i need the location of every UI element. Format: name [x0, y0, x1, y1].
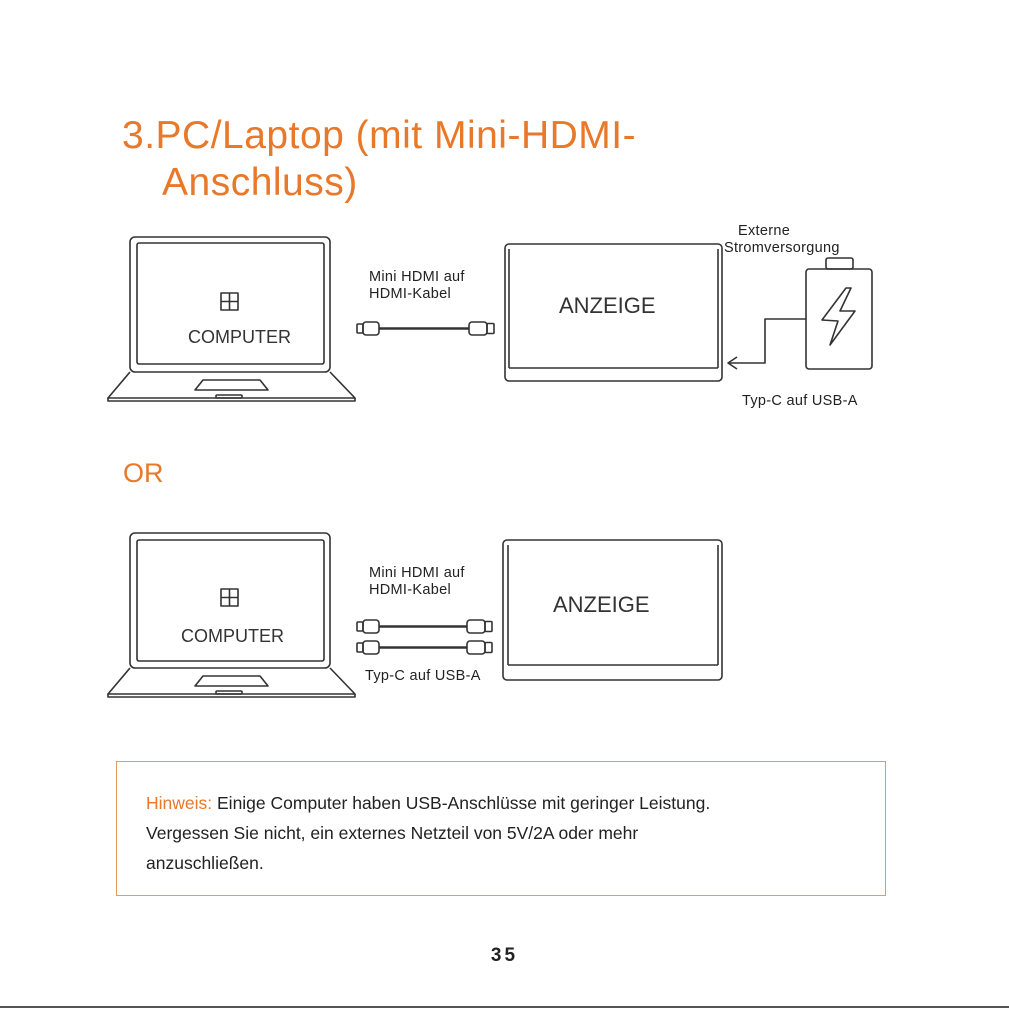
or-label: OR	[123, 458, 164, 488]
display-label: ANZEIGE	[559, 293, 656, 318]
power-supply-label: Externe Stromversorgung	[724, 223, 840, 256]
computer-label: COMPUTER	[181, 626, 284, 646]
cable-label: Mini HDMI auf HDMI-Kabel	[369, 565, 465, 598]
cable-label: Mini HDMI auf HDMI-Kabel	[369, 269, 465, 302]
display-1	[504, 243, 723, 382]
note-prefix: Hinweis:	[146, 793, 213, 813]
windows-icon	[220, 588, 239, 607]
title-line-1: 3.PC/Laptop (mit Mini-HDMI-	[122, 114, 637, 157]
windows-icon	[220, 292, 239, 311]
display-label: ANZEIGE	[553, 592, 650, 617]
title-line-2: Anschluss)	[162, 161, 358, 204]
power-cable-label: Typ-C auf USB-A	[742, 393, 858, 409]
computer-label: COMPUTER	[188, 327, 291, 347]
connection-diagrams	[107, 236, 873, 698]
usb-cable-label: Typ-C auf USB-A	[365, 668, 481, 684]
power-cable-1	[727, 318, 806, 370]
hdmi-cable-1	[356, 321, 495, 336]
laptop-1	[107, 236, 356, 402]
display-2	[502, 539, 723, 681]
page-bottom-rule	[0, 1006, 1009, 1008]
laptop-2	[107, 532, 356, 698]
note-box: Hinweis: Einige Computer haben USB-Ansch…	[116, 761, 886, 896]
battery-icon	[805, 257, 873, 370]
page-number: 35	[490, 945, 519, 966]
usb-cable-2	[356, 640, 493, 655]
hdmi-cable-2	[356, 619, 493, 634]
page-title: 3.PC/Laptop (mit Mini-HDMI- Anschluss)	[122, 112, 636, 206]
note-text: Hinweis: Einige Computer haben USB-Ansch…	[146, 793, 711, 873]
